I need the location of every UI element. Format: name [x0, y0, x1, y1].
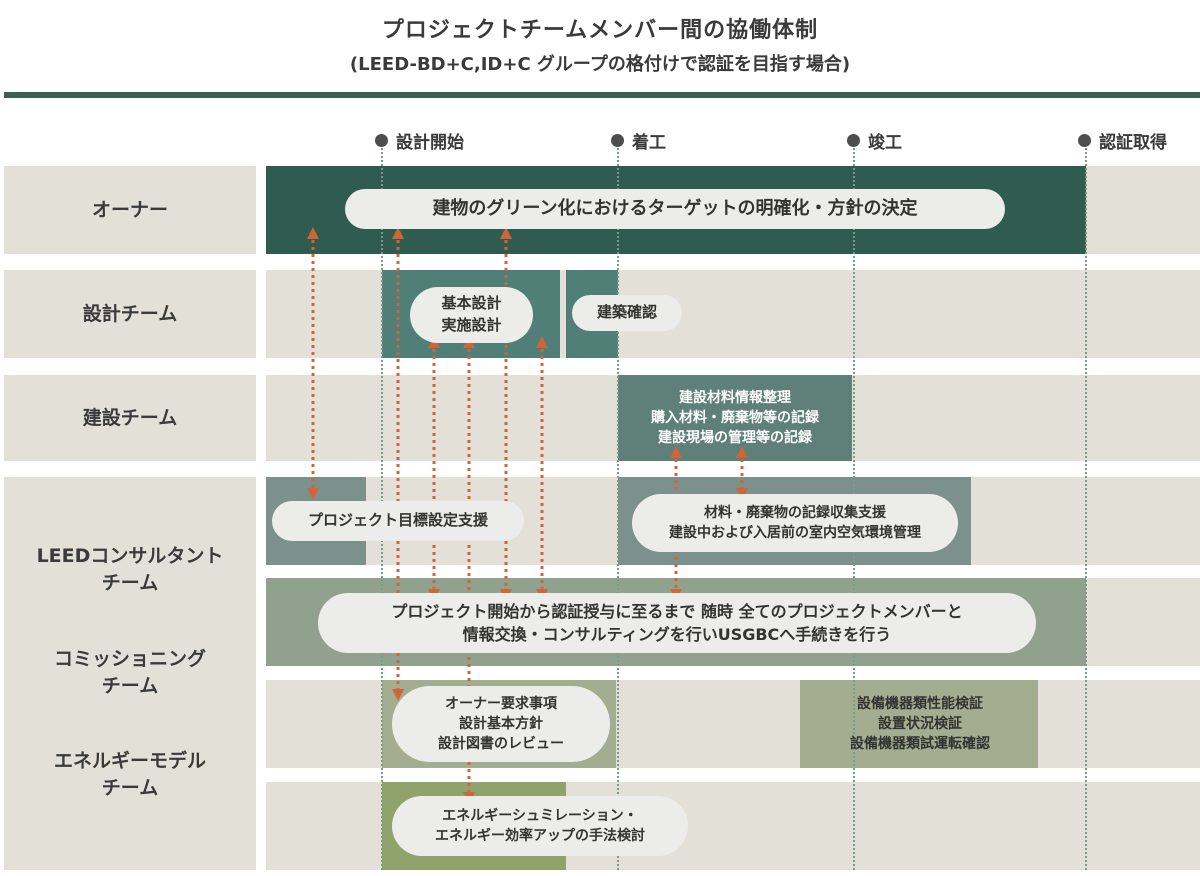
task-energy-sim: エネルギーシュミレーション・ エネルギー効率アップの手法検討 — [392, 796, 688, 856]
task-leed-ongoing: プロジェクト開始から認証授与に至るまで 随時 全てのプロジェクトメンバーと 情報… — [318, 593, 1036, 653]
task-design-basic: 基本設計 実施設計 — [410, 287, 533, 343]
task-owner-goal: 建物のグリーン化におけるターゲットの明確化・方針の決定 — [345, 189, 1005, 229]
milestone-completion: 竣工 — [847, 128, 902, 153]
row-label-construction: 建設チーム — [4, 375, 256, 461]
row-label-commissioning: コミッショニング チーム — [53, 648, 206, 697]
row-label-owner: オーナー — [4, 166, 256, 254]
milestone-dot-icon — [847, 134, 860, 147]
header-divider — [4, 92, 1200, 98]
task-cx-verification: 設備機器類性能検証 設置状況検証 設備機器類試運転確認 — [850, 695, 990, 753]
milestone-certification: 認証取得 — [1078, 128, 1167, 153]
task-leed-collection: 材料・廃棄物の記録収集支援 建設中および入居前の室内空気環境管理 — [632, 494, 958, 552]
row-label-group-bg — [4, 477, 256, 870]
task-leed-goal-support: プロジェクト目標設定支援 — [272, 501, 524, 541]
row-label-leed: LEEDコンサルタント チーム — [36, 545, 224, 594]
row-label-energy: エネルギーモデル チーム — [53, 750, 206, 799]
milestone-dot-icon — [375, 134, 388, 147]
milestone-line-construction-start — [617, 148, 619, 870]
row-label-design: 設計チーム — [4, 270, 256, 358]
milestone-line-certification — [1085, 148, 1087, 870]
milestone-dot-icon — [611, 134, 624, 147]
task-construction-records: 建設材料情報整理 購入材料・廃棄物等の記録 建設現場の管理等の記録 — [651, 389, 819, 447]
milestone-design-start: 設計開始 — [375, 128, 464, 153]
task-design-confirm: 建築確認 — [572, 295, 682, 331]
task-cx-review: オーナー要求事項 設計基本方針 設計図書のレビュー — [392, 686, 610, 762]
milestone-dot-icon — [1078, 134, 1091, 147]
page-subtitle: (LEED-BD+C,ID+C グループの格付けで認証を目指す場合) — [349, 54, 851, 75]
milestone-construction-start: 着工 — [611, 128, 666, 153]
page-title: プロジェクトチームメンバー間の協働体制 — [381, 18, 819, 43]
construction-phase-block — [618, 375, 852, 461]
cx-verification-block — [800, 680, 1038, 768]
